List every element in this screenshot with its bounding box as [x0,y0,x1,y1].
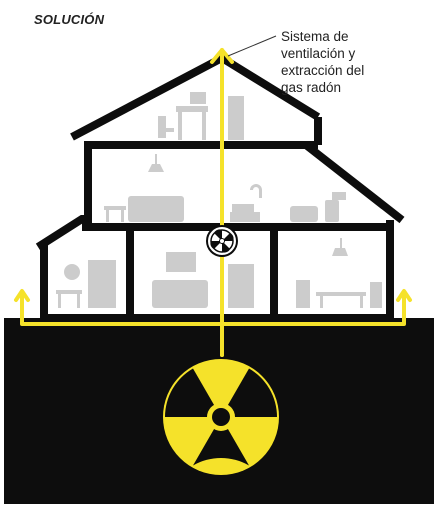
callout-line: ventilación y [281,46,356,61]
ventilation-system [20,48,406,357]
airflow-arrow-icon [210,48,234,64]
airflow-arrow-icon [396,289,412,302]
lower-roof-right [303,141,405,224]
ventilation-fan-icon [206,225,238,257]
attic-furniture [158,92,244,140]
airflow-arrow-icon [14,289,30,302]
callout-line: gas radón [281,80,342,95]
ground-floor-furniture [56,238,382,308]
middle-floor-furniture [104,154,346,222]
callout-line: extracción del [281,63,365,78]
under-slab-pipe [20,294,406,326]
house-structure [35,53,405,322]
callout-label: Sistema de ventilación y extracción del … [281,28,401,96]
callout-line: Sistema de [281,29,349,44]
furniture [56,92,382,308]
airflow-arrows [14,48,412,302]
section-title: SOLUCIÓN [34,12,105,27]
callout-leader [227,35,277,57]
radiation-symbol-icon [163,359,279,475]
